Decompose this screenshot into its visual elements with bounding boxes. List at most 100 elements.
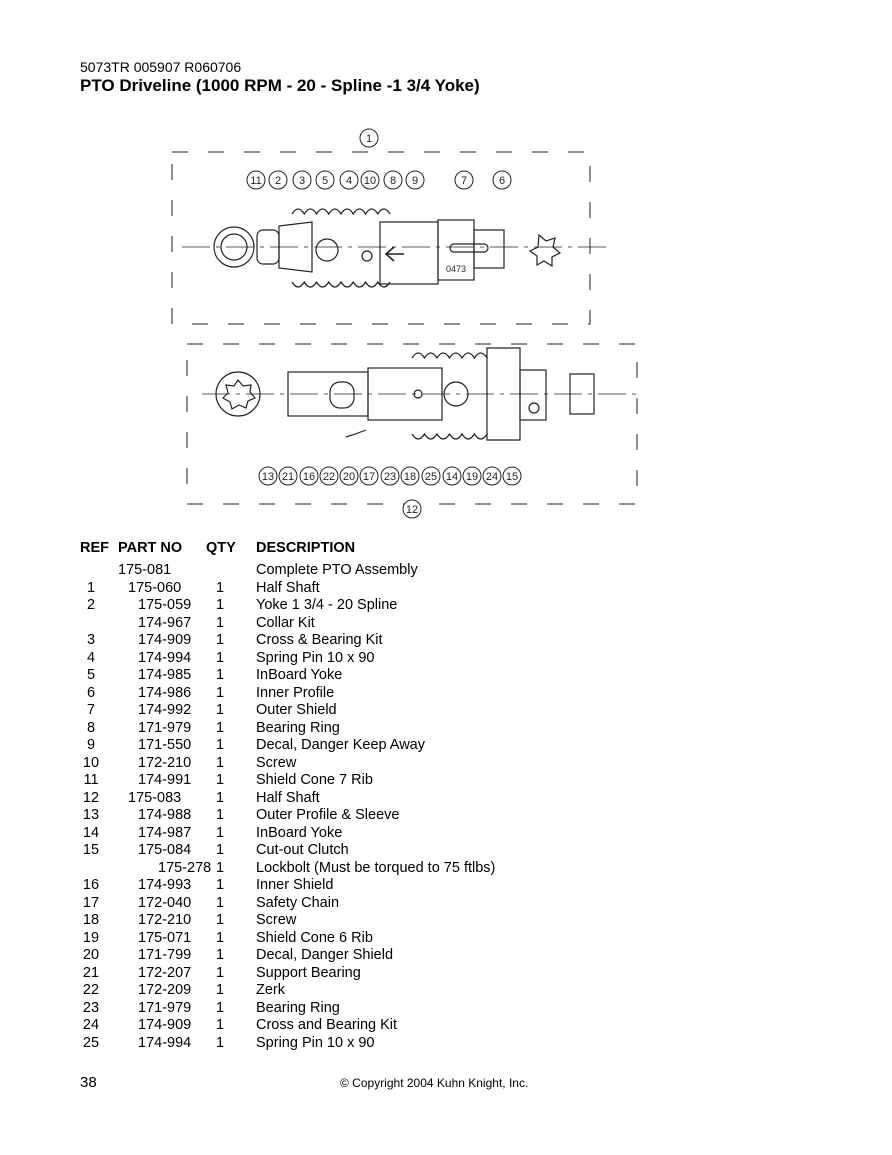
ref-cell: 14 [82, 824, 100, 841]
part-no-cell: 174-985 [138, 667, 192, 683]
callout-circle [278, 466, 298, 486]
callout-circle [258, 466, 278, 486]
callout-circle [405, 170, 425, 190]
callout-label: 2 [275, 175, 281, 187]
qty-cell: 1 [215, 982, 225, 998]
callout-label: 20 [343, 471, 355, 483]
ref-cell: 11 [83, 772, 99, 788]
direction-arrow [384, 246, 404, 262]
description-cell: Collar Kit [256, 614, 315, 631]
clutch-end-view [569, 373, 595, 415]
copyright: © Copyright 2004 Kuhn Knight, Inc. [340, 1076, 529, 1090]
description-cell: Cut-out Clutch [256, 842, 349, 858]
ref-cell: 12 [82, 789, 100, 806]
callout-circle [400, 466, 420, 486]
ref-cell: 18 [82, 912, 100, 928]
ref-cell: 5 [86, 667, 96, 683]
callout-label: 6 [499, 175, 505, 187]
description-cell: Screw [256, 912, 297, 928]
ref-cell: 17 [82, 894, 100, 911]
callout-label: 7 [461, 175, 467, 187]
qty-cell: 1 [215, 1034, 225, 1051]
description-cell: InBoard Yoke [256, 667, 343, 683]
ref-cell: 21 [82, 964, 100, 981]
part-no-cell: 175-084 [138, 842, 192, 858]
callout-circle [339, 466, 359, 486]
description-cell: Shield Cone 6 Rib [256, 929, 373, 946]
callout-circle [339, 170, 359, 190]
qty-cell: 1 [215, 859, 225, 876]
callout-label: 10 [364, 175, 376, 187]
part-no-cell: 175-081 [118, 562, 172, 578]
part-no-cell: 171-799 [138, 947, 192, 963]
ref-cell: 15 [82, 842, 100, 858]
ref-cell: 1 [86, 579, 96, 596]
part-no-cell: 172-040 [138, 894, 192, 911]
shield-cone-6-bottom [411, 432, 488, 440]
qty-cell: 1 [215, 754, 225, 771]
qty-cell: 1 [215, 719, 225, 736]
callout-circle [299, 466, 319, 486]
outer-profile-star [222, 378, 256, 410]
description-cell: Bearing Ring [256, 999, 340, 1016]
qty-cell: 1 [215, 632, 225, 648]
part-no-cell: 171-550 [138, 737, 192, 753]
yoke-body [278, 221, 313, 273]
part-no-cell: 174-993 [138, 877, 192, 893]
callout-label: 14 [446, 471, 458, 483]
ref-cell: 4 [86, 649, 96, 666]
callout-label: 8 [390, 175, 396, 187]
callout-circle [380, 466, 400, 486]
page-number: 38 [80, 1074, 97, 1091]
part-no-cell: 172-209 [138, 982, 192, 998]
callout-label: 21 [282, 471, 294, 483]
ref-cell: 9 [86, 737, 96, 753]
spline-end-inner [220, 233, 248, 261]
ref-cell: 25 [82, 1034, 100, 1051]
qty-cell: 1 [215, 894, 225, 911]
part-no-cell: 171-979 [138, 719, 192, 736]
qty-cell: 1 [215, 947, 225, 963]
qty-cell: 1 [215, 614, 225, 631]
description-cell: Inner Profile [256, 684, 335, 701]
ref-cell: 7 [86, 702, 96, 718]
description-cell: Cross & Bearing Kit [256, 632, 383, 648]
callout-circle [268, 170, 288, 190]
qty-cell: 1 [215, 912, 225, 928]
part-no-cell: 175-071 [138, 929, 192, 946]
callout-circle [359, 128, 379, 148]
qty-cell: 1 [215, 702, 225, 718]
part-no-cell: 174-909 [138, 1017, 192, 1033]
spline-end-view [213, 226, 255, 268]
part-no-cell: 174-987 [138, 824, 192, 841]
header-description: DESCRIPTION [256, 540, 356, 556]
callout-circle [292, 170, 312, 190]
ref-cell: 23 [82, 999, 100, 1016]
description-cell: Inner Shield [256, 877, 334, 893]
qty-cell: 1 [215, 1017, 225, 1033]
description-cell: Spring Pin 10 x 90 [256, 1034, 375, 1051]
part-no-cell: 174-909 [138, 632, 192, 648]
header-qty: QTY [206, 540, 236, 556]
part-no-cell: 174-986 [138, 684, 192, 701]
cut-out-clutch [486, 347, 521, 441]
outer-profile-end-view [215, 371, 261, 417]
ref-cell: 10 [82, 754, 100, 771]
qty-cell: 1 [215, 842, 225, 858]
part-no-cell: 171-979 [138, 999, 192, 1016]
description-cell: Complete PTO Assembly [256, 562, 418, 578]
spring-pin [361, 250, 373, 262]
part-no-cell: 175-083 [128, 789, 182, 806]
qty-cell: 1 [215, 824, 225, 841]
description-cell: Shield Cone 7 Rib [256, 772, 373, 788]
qty-cell: 1 [215, 597, 225, 613]
profile-slot [449, 243, 489, 253]
qty-cell: 1 [215, 877, 225, 893]
callout-circle [359, 466, 379, 486]
bottom-cross-bearing [443, 381, 469, 407]
cross-bearing [315, 238, 339, 262]
description-cell: Outer Profile & Sleeve [256, 807, 400, 823]
header-ref: REF [80, 540, 109, 556]
description-cell: InBoard Yoke [256, 824, 343, 841]
callout-label: 15 [506, 471, 518, 483]
